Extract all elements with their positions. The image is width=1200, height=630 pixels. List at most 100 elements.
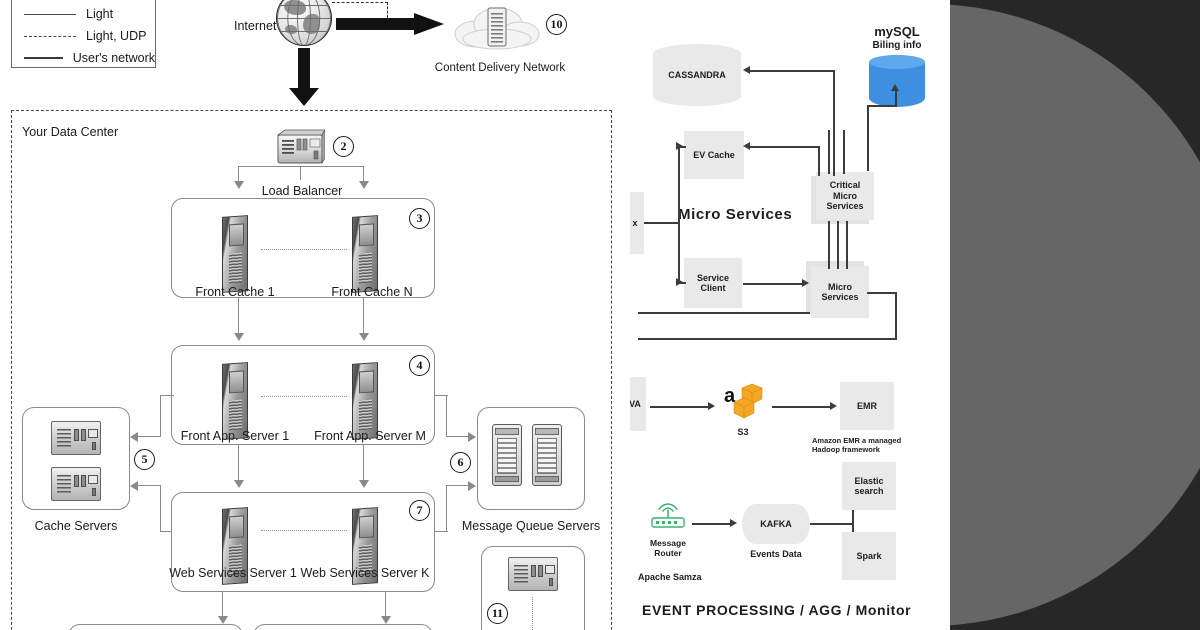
kafka-node: KAFKA — [742, 504, 810, 544]
microservices-event-pipeline-diagram: mySQL Biling info CASSANDRA EV Cache x M… — [630, 0, 950, 630]
connector — [300, 166, 302, 180]
connector — [434, 395, 448, 397]
tier-label-front-app-server-m: Front App. Server M — [314, 429, 426, 443]
message-router-label: Message Router — [650, 538, 686, 559]
dotted-connector — [261, 396, 347, 397]
s3-label: S3 — [737, 427, 749, 437]
tier-label-front-cache-1: Front Cache 1 — [195, 285, 275, 299]
arrowhead — [708, 402, 715, 410]
message-queue-caption: Message Queue Servers — [461, 519, 601, 533]
tier-label-web-services-server-k: Web Services Server K — [300, 566, 430, 580]
connector — [238, 166, 364, 168]
connector — [818, 146, 820, 176]
connector — [363, 445, 365, 481]
connector — [828, 221, 830, 269]
service-client-label: Service Client — [696, 272, 730, 293]
aws-s3-icon: a — [720, 382, 766, 424]
connector — [837, 221, 839, 269]
connector — [867, 105, 869, 171]
step-number-5: 5 — [134, 449, 155, 470]
micro-services-label: Micro Services — [821, 281, 859, 302]
arrowhead — [468, 481, 476, 491]
critical-micro-services-node: Critical Micro Services — [816, 172, 874, 220]
arrowhead — [234, 333, 244, 341]
server-icon — [222, 215, 248, 293]
connector — [750, 146, 820, 148]
arrowhead — [359, 480, 369, 488]
connector — [638, 312, 810, 314]
arrowhead — [359, 333, 369, 341]
arrowhead — [891, 84, 899, 91]
arrowhead — [234, 480, 244, 488]
arrowhead — [802, 279, 809, 287]
tier-web-services-servers — [171, 492, 435, 592]
connector — [363, 166, 365, 182]
datacenter-architecture-diagram: Light Light, UDP User's network Internet — [0, 0, 630, 630]
arrowhead — [359, 181, 369, 189]
micro-services-node: Micro Services — [811, 266, 869, 318]
tier-bottom-left-partial — [68, 624, 243, 630]
connector — [867, 105, 897, 107]
step-number-6: 6 — [450, 452, 471, 473]
cache-server-icon — [51, 421, 101, 455]
spark-node: Spark — [842, 532, 896, 580]
legend-item-light: Light — [12, 3, 155, 25]
connector — [743, 283, 805, 285]
connector — [160, 395, 162, 437]
legend-item-users-network: User's network — [12, 47, 155, 69]
arrowhead — [743, 142, 750, 150]
udp-dashed-link — [332, 2, 388, 18]
legend-item-label: User's network — [72, 51, 155, 65]
svg-text:a: a — [724, 385, 736, 407]
connector — [363, 298, 365, 334]
arrowhead — [381, 616, 391, 624]
arrowhead — [730, 519, 737, 527]
emr-caption: Amazon EMR a managed Hadoop framework — [812, 436, 902, 454]
connector — [385, 592, 387, 618]
solid-line-icon — [24, 57, 63, 59]
elastic-search-node: Elastic search — [842, 462, 896, 510]
arrowhead — [218, 616, 228, 624]
connector — [222, 592, 224, 618]
arrowhead — [743, 66, 750, 74]
connector — [895, 90, 897, 107]
connector — [160, 531, 174, 533]
connector — [138, 485, 160, 487]
connector — [238, 298, 240, 334]
load-balancer-icon — [276, 128, 326, 165]
nginx-partial-node: x — [630, 192, 644, 254]
dark-decorative-panel — [950, 0, 1200, 630]
tier-front-cache — [171, 198, 435, 298]
cache-servers-caption: Cache Servers — [34, 519, 118, 533]
connector — [895, 292, 897, 340]
step-number-3: 3 — [409, 208, 430, 229]
micro-services-title: Micro Services — [678, 206, 793, 223]
connector — [138, 436, 160, 438]
step-number-11: 11 — [487, 603, 508, 624]
load-balancer-caption: Load Balancer — [261, 184, 343, 198]
tier-bottom-right-partial — [253, 624, 433, 630]
arrowhead — [830, 402, 837, 410]
elastic-search-label: Elastic search — [854, 475, 884, 496]
internet-label: Internet — [234, 19, 277, 33]
panel-gutter — [930, 0, 950, 630]
cassandra-node: CASSANDRA — [653, 44, 741, 106]
step-number-10: 10 — [546, 14, 567, 35]
critical-micro-services-label: Critical Micro Services — [826, 180, 864, 212]
mysql-brand-label: mySQL — [874, 24, 920, 39]
dashed-line-icon — [24, 35, 76, 37]
ev-cache-node: EV Cache — [684, 131, 744, 179]
arrowhead — [468, 432, 476, 442]
arrow-to-datacenter-icon — [289, 48, 319, 106]
connector — [238, 445, 240, 481]
connector — [846, 221, 848, 269]
arrowhead — [234, 181, 244, 189]
dotted-connector — [261, 530, 347, 531]
java-partial-node: VA — [630, 377, 646, 431]
connector — [238, 166, 240, 182]
connector — [160, 485, 162, 532]
connector — [446, 436, 469, 438]
decorative-circle — [950, 4, 1200, 626]
connector — [644, 222, 680, 224]
